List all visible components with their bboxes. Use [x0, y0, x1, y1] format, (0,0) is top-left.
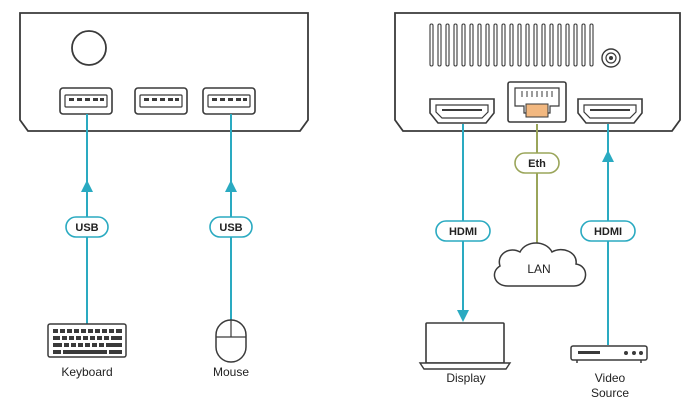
keyboard-cable: USB: [65, 114, 109, 325]
cable-label-badge: [514, 152, 560, 174]
cable-label-badge: [209, 216, 253, 238]
ethernet-port-icon[interactable]: [507, 81, 567, 123]
arrow-up-icon: [225, 180, 237, 192]
hdmi-port-icon[interactable]: [577, 98, 643, 124]
right-device: [394, 12, 681, 132]
left-device: [19, 12, 309, 132]
usb-port-icon[interactable]: [202, 87, 256, 115]
cable-label: Eth: [528, 158, 546, 170]
cloud-icon: LAN: [493, 242, 587, 287]
video-source-label-line1: Video: [595, 371, 626, 385]
cable-label: USB: [75, 222, 98, 234]
video-source-label-line2: Source: [591, 386, 629, 400]
usb-port-icon[interactable]: [59, 87, 113, 115]
keyboard-icon: [47, 323, 127, 358]
arrow-up-icon: [602, 150, 614, 162]
lan-label: LAN: [527, 262, 550, 276]
mouse-icon: [215, 319, 247, 363]
mouse-label: Mouse: [213, 365, 249, 379]
display-cable: HDMI: [435, 124, 491, 322]
ethernet-cable: Eth: [514, 124, 560, 244]
hdmi-port-icon[interactable]: [429, 98, 495, 124]
cable-label: HDMI: [449, 226, 477, 238]
power-button-icon[interactable]: [71, 30, 107, 66]
usb-port-icon[interactable]: [134, 87, 188, 115]
video-source-cable: HDMI: [580, 124, 636, 345]
display-label: Display: [446, 371, 485, 385]
cable-label-badge: [580, 220, 636, 242]
cable-label-badge: [435, 220, 491, 242]
video-source-icon: [570, 345, 648, 363]
arrow-down-icon: [457, 310, 469, 322]
cable-label: USB: [219, 222, 242, 234]
cable-label: HDMI: [594, 226, 622, 238]
arrow-up-icon: [81, 180, 93, 192]
keyboard-label: Keyboard: [61, 365, 112, 379]
cable-label-badge: [65, 216, 109, 238]
mouse-cable: USB: [209, 114, 253, 322]
audio-jack-icon[interactable]: [601, 48, 621, 68]
display-icon: [418, 322, 512, 370]
vent-grille-icon: [429, 23, 594, 67]
